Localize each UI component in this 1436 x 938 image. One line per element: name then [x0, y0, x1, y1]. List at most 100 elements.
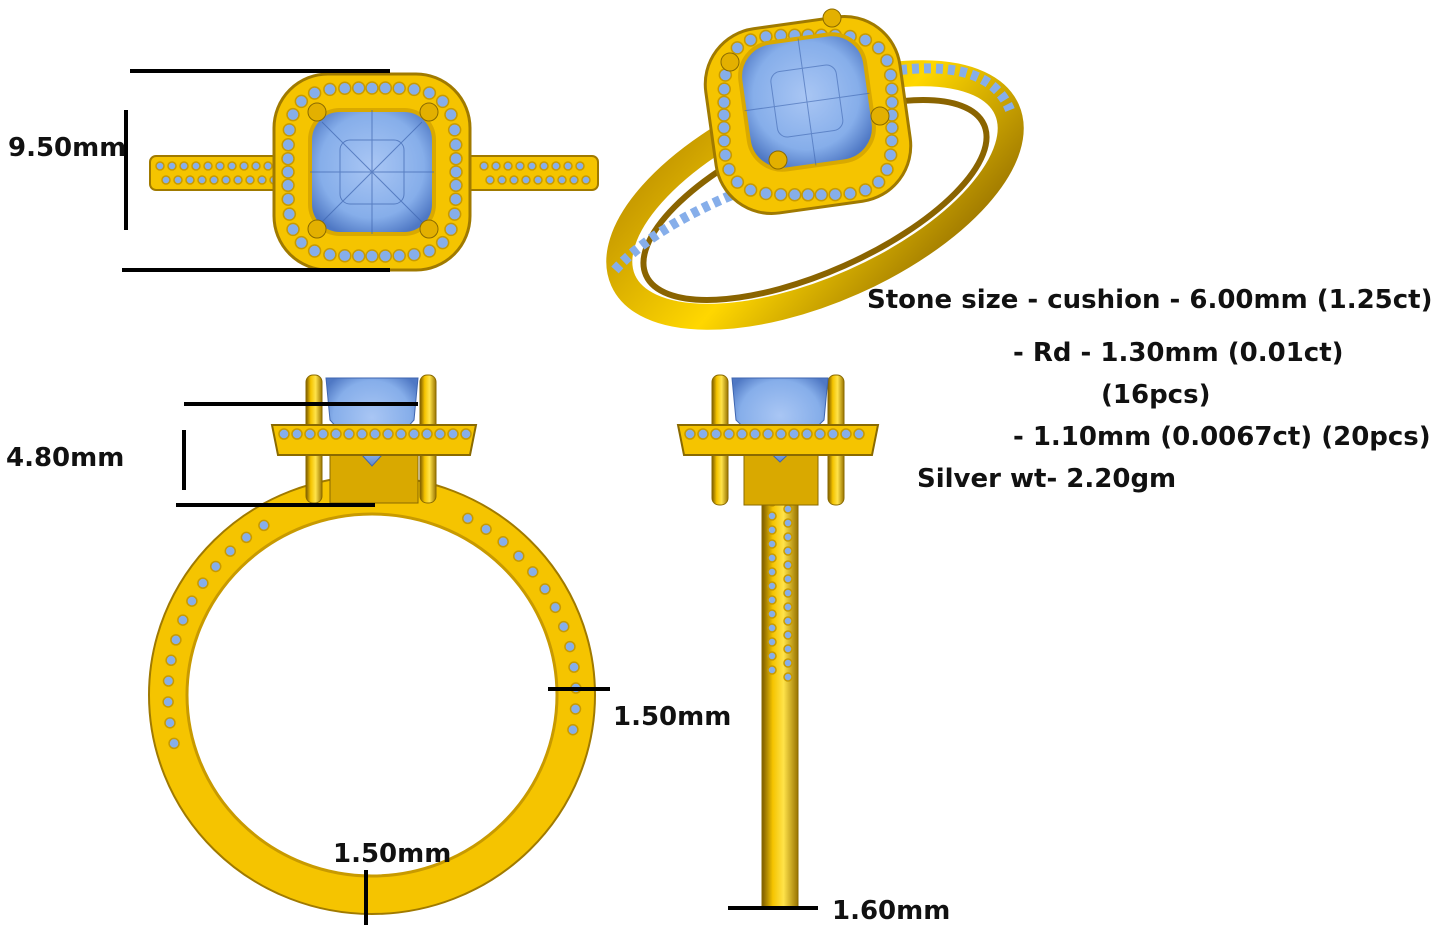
pave-stone [449, 178, 463, 193]
pave-stone [684, 428, 696, 440]
pave-stone [286, 222, 300, 237]
perspective-band-stones [611, 175, 772, 274]
pave-stone [186, 595, 198, 607]
pave-stone [209, 175, 219, 185]
dimension-label-setting-height: 4.80mm [6, 443, 125, 473]
pave-stone [162, 675, 175, 687]
pave-stone [871, 41, 886, 55]
pave-stone [233, 175, 243, 185]
side-view-halo-stones [684, 428, 865, 440]
pave-stone [759, 186, 773, 201]
pave-stone [460, 428, 472, 440]
side-view [676, 374, 880, 910]
pave-stone [449, 138, 463, 152]
front-view [148, 374, 610, 925]
top-view-stone-facets [310, 110, 434, 234]
pave-stone [408, 428, 420, 440]
pave-stone [258, 519, 270, 532]
dimension-label-shank-bottom-width: 1.50mm [333, 839, 452, 869]
pave-stone [718, 148, 733, 162]
pave-stone [447, 123, 462, 137]
pave-stone [155, 161, 165, 171]
pave-stone [497, 175, 507, 185]
pave-stone [885, 82, 899, 96]
prong [870, 106, 890, 126]
pave-stone [858, 183, 873, 197]
prong [307, 219, 327, 239]
pave-stone [767, 623, 777, 633]
pave-stone [568, 661, 580, 673]
spec-silver-weight: Silver wt- 2.20gm [917, 464, 1177, 494]
pave-stone [351, 249, 366, 263]
spec-stone-size: Stone size - cushion - 6.00mm (1.25ct) [867, 285, 1433, 315]
pave-stone [871, 175, 886, 189]
pave-stone [343, 428, 355, 440]
pave-stone [294, 235, 309, 250]
pave-stone [282, 123, 297, 137]
pave-stone [291, 428, 303, 440]
pave-stone [170, 634, 182, 646]
pave-stone [224, 545, 237, 557]
pave-stone [533, 175, 543, 185]
pave-stone [369, 428, 381, 440]
pave-stone [801, 428, 813, 440]
pave-stone [783, 672, 793, 682]
pave-stone [858, 33, 873, 47]
pave-stone [551, 161, 561, 171]
pave-stone [179, 161, 189, 171]
pave-stone [885, 95, 899, 110]
pave-stone [365, 249, 379, 263]
pave-stone [407, 247, 421, 262]
pave-stone [485, 175, 495, 185]
pave-stone [539, 161, 549, 171]
perspective-band-stones [899, 63, 1015, 113]
pave-stone [581, 175, 591, 185]
pave-stone [365, 81, 379, 95]
pave-stone [323, 247, 337, 262]
prong [768, 150, 788, 170]
pave-stone [774, 187, 788, 202]
pave-stone [185, 175, 195, 185]
pave-stone [883, 148, 898, 162]
pave-stone [880, 162, 894, 177]
pave-stone [203, 161, 213, 171]
pave-stone [209, 560, 222, 573]
pave-stone [449, 151, 463, 166]
perspective-stone-facets [744, 38, 870, 166]
pave-stone [827, 428, 839, 440]
pave-stone [392, 81, 406, 95]
pave-stone [783, 588, 793, 598]
pave-stone [509, 175, 519, 185]
pave-stone [281, 192, 295, 206]
pave-stone [783, 616, 793, 626]
pave-stone [730, 175, 745, 189]
pave-stone [462, 512, 474, 525]
pave-stone [351, 81, 366, 95]
pave-stone [788, 428, 800, 440]
pave-stone [575, 161, 585, 171]
pave-stone [177, 614, 189, 626]
pave-stone [743, 33, 758, 47]
front-view-band-stones [162, 512, 582, 750]
pave-stone [545, 175, 555, 185]
pave-stone [853, 428, 865, 440]
pave-stone [717, 82, 731, 96]
pave-stone [743, 183, 758, 197]
pave-stone [723, 428, 735, 440]
pave-stone [539, 583, 551, 595]
pave-stone [880, 53, 894, 68]
pave-stone [814, 188, 829, 202]
pave-stone [783, 630, 793, 640]
pave-stone [814, 428, 826, 440]
pave-stone [567, 723, 579, 736]
side-view-shank [761, 477, 799, 909]
pave-stone [323, 82, 337, 97]
pave-stone [801, 188, 815, 202]
spec-round-small-count: (16pcs) [1101, 380, 1211, 410]
pave-stone [783, 518, 793, 528]
pave-stone [307, 244, 322, 258]
pave-stone [480, 523, 492, 535]
pave-stone [564, 640, 576, 653]
pave-stone [491, 161, 501, 171]
pave-stone [767, 651, 777, 661]
